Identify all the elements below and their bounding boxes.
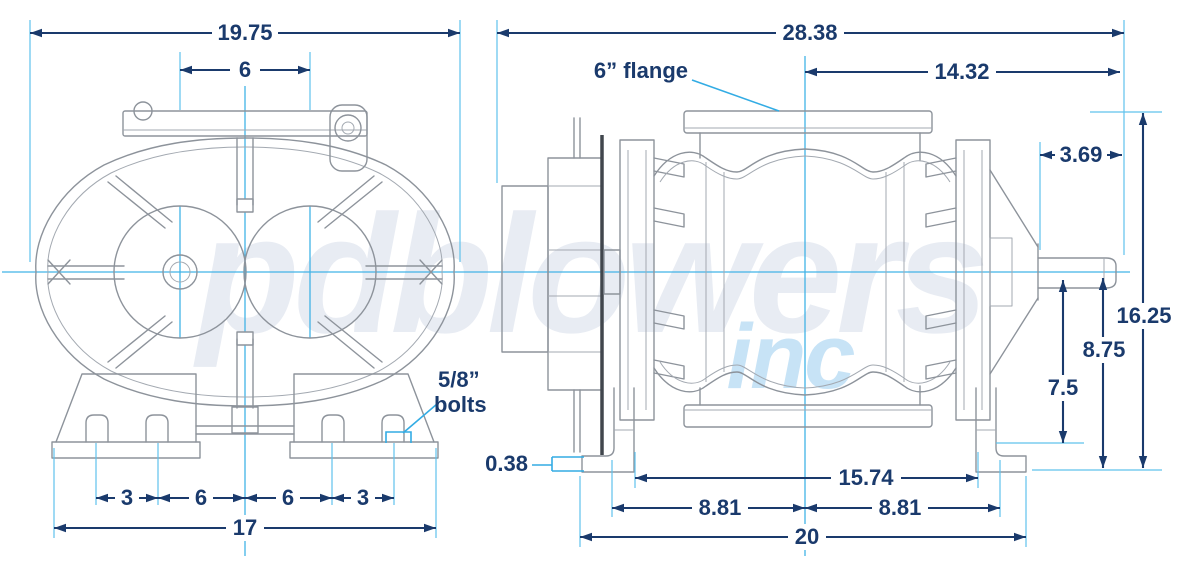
foot-thickness-bracket [551, 456, 584, 472]
waist-notch-top [236, 198, 254, 213]
dim-foot-inner-span: 15.74 [635, 465, 978, 491]
dim-label-front-overall-width: 19.75 [217, 20, 272, 45]
foot-thickness-callout: 0.38 [485, 451, 528, 476]
shaft-bore-inner [169, 261, 191, 283]
casing-inner [47, 146, 443, 398]
dim-shaft-length: 3.69 [1040, 142, 1122, 168]
lifting-lug [329, 104, 368, 172]
dim-center-to-shaft-end: 14.32 [805, 59, 1120, 85]
dim-label-shaft-length: 3.69 [1060, 142, 1103, 167]
dim-base-to-center: 8.75 [1076, 278, 1132, 468]
casing-outer [35, 137, 455, 407]
dim-foot-spacing-1: 3 [96, 485, 158, 511]
side-top-flange [683, 110, 933, 134]
dim-label-foot-spacing-3: 6 [282, 485, 294, 510]
dim-front-overall-width: 19.75 [30, 20, 460, 46]
bearing-cone-bottom [989, 297, 1039, 375]
side-view [501, 110, 1117, 473]
bolts-leader [402, 403, 438, 434]
callouts: 6” flange 5/8” bolts 0.38 [434, 58, 688, 476]
dim-label-half-span-right: 8.81 [879, 495, 922, 520]
dim-front-foot-span: 17 [54, 515, 436, 541]
bolts-callout-line2: bolts [434, 392, 487, 417]
watermark-brand: pdblowers [193, 180, 984, 368]
dim-label-mount-to-center: 7.5 [1048, 375, 1079, 400]
drive-shaft [1037, 257, 1117, 289]
extension-lines [29, 20, 1162, 547]
dim-label-center-to-shaft-end: 14.32 [934, 59, 989, 84]
leader-lines [385, 79, 780, 472]
dim-label-foot-spacing-1: 3 [121, 485, 133, 510]
flange-leader [691, 79, 780, 112]
dim-label-overall-height: 16.25 [1116, 303, 1171, 328]
dim-foot-spacing-3: 6 [245, 485, 332, 511]
ribs [47, 137, 443, 409]
body-top-profile [653, 148, 957, 177]
flange-bolt [133, 101, 153, 121]
bolts-callout-line1: 5/8” [438, 367, 480, 392]
shaft-bore-outer [162, 254, 198, 290]
bearing-housing [989, 237, 1013, 307]
dim-label-base-to-center: 8.75 [1083, 337, 1126, 362]
dim-mount-to-center: 7.5 [1040, 280, 1086, 443]
bearing-cone-top [989, 169, 1039, 248]
waist-notch-bottom [236, 331, 254, 346]
front-feet [51, 373, 439, 459]
front-view [35, 101, 455, 459]
right-mounting-foot [975, 387, 1027, 473]
dim-label-front-foot-span: 17 [233, 515, 257, 540]
side-feet [581, 387, 1027, 473]
lug-eye-outer [334, 114, 362, 142]
dim-front-flange-width: 6 [180, 57, 310, 83]
watermark-suffix: inc [727, 306, 855, 408]
bottom-boss [231, 406, 259, 434]
dim-half-span-right: 8.81 [805, 495, 1000, 521]
body-bottom-profile [653, 367, 957, 396]
left-cooling-fins [653, 157, 685, 380]
dim-half-span-left: 8.81 [612, 495, 805, 521]
dim-overall-height: 16.25 [1110, 113, 1178, 468]
left-headplate [619, 139, 655, 421]
dimensions: 19.75 6 3 6 6 3 17 [30, 20, 1178, 550]
right-lobe [243, 205, 377, 339]
dim-label-foot-spacing-4: 3 [357, 485, 369, 510]
lug-eye-inner [341, 121, 355, 135]
dim-label-foot-overall-span: 20 [795, 524, 819, 549]
dim-label-side-overall-length: 28.38 [782, 20, 837, 45]
flange-callout: 6” flange [594, 58, 688, 83]
dim-side-overall-length: 28.38 [497, 20, 1124, 46]
dim-foot-overall-span: 20 [580, 524, 1026, 550]
right-cooling-fins [925, 157, 957, 380]
left-mounting-foot [581, 387, 635, 473]
bolts-bracket [385, 431, 412, 443]
dim-foot-spacing-2: 6 [158, 485, 245, 511]
dim-label-half-span-left: 8.81 [699, 495, 742, 520]
dim-label-front-flange-width: 6 [239, 57, 251, 82]
dim-foot-spacing-4: 3 [332, 485, 394, 511]
left-lobe [113, 205, 247, 339]
dim-label-foot-inner-span: 15.74 [838, 465, 894, 490]
side-bottom-flange [683, 404, 933, 428]
dim-label-foot-spacing-2: 6 [195, 485, 207, 510]
